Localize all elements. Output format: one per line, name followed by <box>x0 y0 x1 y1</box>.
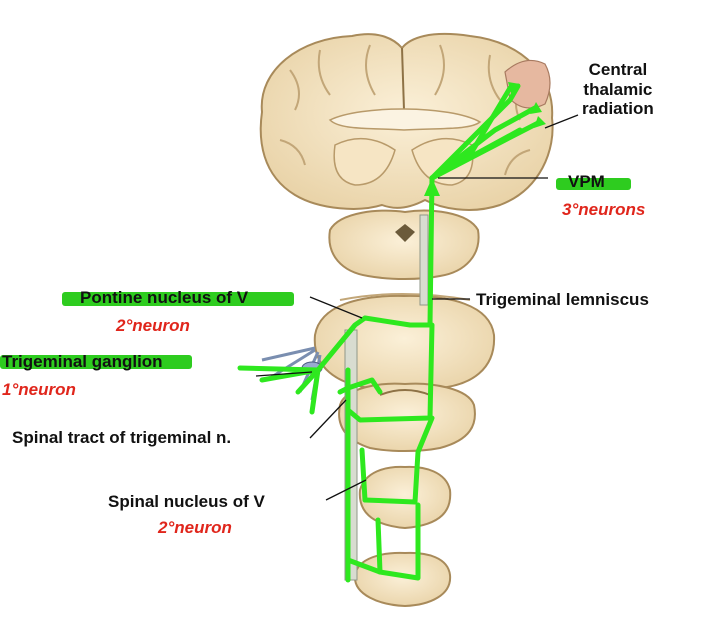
pathway-arrowheads <box>424 82 546 196</box>
ganglion-neuron-label: 1°neuron <box>2 380 76 399</box>
vpm-highlight <box>556 178 631 190</box>
pontine-neuron-label: 2°neuron <box>116 316 190 335</box>
central-line-1: Central <box>588 60 648 79</box>
green-pathways <box>237 83 543 583</box>
midbrain-section <box>328 209 480 280</box>
ganglion-highlight <box>0 355 192 369</box>
trigeminal-ganglion-label: Trigeminal ganglion <box>2 352 163 371</box>
pontine-highlight <box>62 292 294 306</box>
spinal-nucleus-label: Spinal nucleus of V <box>108 492 265 511</box>
spinal-cord-section <box>353 551 452 608</box>
trigeminal-lemniscus-label: Trigeminal lemniscus <box>476 290 649 309</box>
central-line-2: thalamic <box>583 79 653 99</box>
pointer-lines <box>255 114 579 501</box>
central-line-3: radiation <box>582 99 654 119</box>
vpm-neuron-label: 3°neurons <box>562 200 646 219</box>
central-radiation-label: Central thalamic radiation <box>582 60 654 119</box>
spinal-tract-label: Spinal tract of trigeminal n. <box>12 428 232 447</box>
medulla-lower-section <box>358 465 452 530</box>
vpm-label: VPM <box>568 172 605 191</box>
spinal-nucleus-neuron-label: 2°neuron <box>158 518 232 537</box>
pontine-nucleus-label: Pontine nucleus of V <box>80 288 249 307</box>
lemniscus-column <box>419 214 429 306</box>
